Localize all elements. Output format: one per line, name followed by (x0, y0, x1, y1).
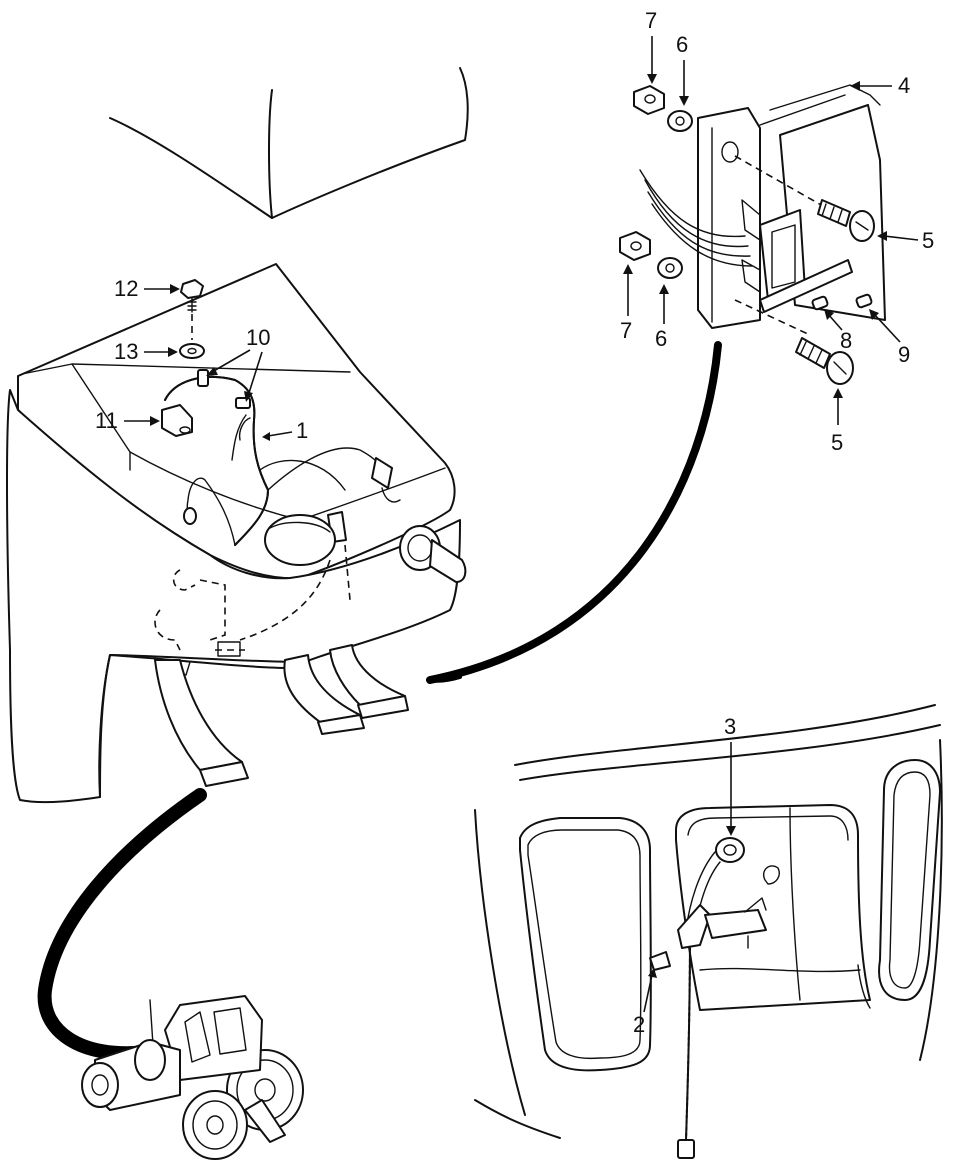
leader-10b-arrow (244, 391, 253, 402)
instrument-panel-hood (109, 67, 469, 219)
detail-cable-left (37, 788, 207, 1061)
detail-cable-right (426, 341, 722, 684)
leader-12-arrow (170, 284, 180, 294)
callout-7-lower: 7 (620, 318, 632, 343)
callout-13: 13 (114, 339, 138, 364)
leader-5-upper (883, 235, 919, 241)
tractor-thumbnail (81, 995, 304, 1160)
harness-clip (161, 404, 193, 437)
leader-9-arrow (869, 309, 879, 320)
leader-11-arrow (150, 416, 160, 426)
leader-5-lower-arrow (833, 388, 843, 398)
nut-7-lower (619, 231, 651, 261)
callout-6-upper: 6 (676, 32, 688, 57)
leader-3-arrow (726, 826, 736, 836)
pedals (154, 644, 409, 787)
lockwasher-6-upper (667, 110, 693, 132)
callout-11: 11 (95, 408, 118, 433)
leader-6-lower-arrow (659, 284, 669, 294)
nut-7-upper (633, 85, 665, 115)
callout-5-lower: 5 (831, 430, 843, 455)
callout-4: 4 (898, 73, 910, 98)
callout-2: 2 (633, 1012, 645, 1037)
callout-12: 12 (114, 276, 138, 301)
leader-10b (247, 351, 263, 397)
leader-2 (643, 974, 653, 1013)
leader-7-upper-arrow (647, 74, 657, 84)
instrument-panel-housing (6, 263, 461, 804)
leader-8-arrow (824, 309, 834, 320)
bolt-12 (180, 279, 204, 313)
hidden-components (154, 544, 351, 676)
firewall-cowl (474, 704, 943, 1159)
washer-13 (179, 343, 205, 359)
screw-axis-lower (734, 299, 811, 336)
leader-4-arrow (850, 81, 860, 91)
callout-8: 8 (840, 328, 852, 353)
detail-cable-right-tail (428, 675, 462, 683)
callout-6-lower: 6 (655, 326, 667, 351)
wiring-harness (164, 376, 401, 566)
ignition-switch (399, 525, 467, 583)
screw-axis-upper (734, 155, 831, 211)
pin-9 (855, 293, 873, 309)
callout-1: 1 (296, 418, 308, 443)
leader-7-lower-arrow (623, 264, 633, 274)
lockwasher-6-lower (657, 257, 683, 279)
leader-5-upper-arrow (877, 231, 887, 241)
leader-2-arrow (648, 968, 657, 978)
callout-3: 3 (724, 714, 736, 739)
callout-10: 10 (246, 325, 270, 350)
leader-6-upper-arrow (679, 96, 689, 106)
leader-10a-arrow (206, 367, 218, 376)
callout-9: 9 (898, 342, 910, 367)
leader-9 (873, 313, 901, 343)
leader-13-arrow (168, 347, 178, 357)
screw-5-lower (795, 337, 854, 385)
leader-1-arrow (262, 432, 270, 441)
screw-5-upper (817, 199, 875, 242)
leader-1 (267, 431, 293, 437)
leader-10a (211, 349, 251, 373)
callout-5-upper: 5 (922, 228, 934, 253)
callout-7-upper: 7 (645, 8, 657, 33)
pin-8 (811, 295, 829, 311)
